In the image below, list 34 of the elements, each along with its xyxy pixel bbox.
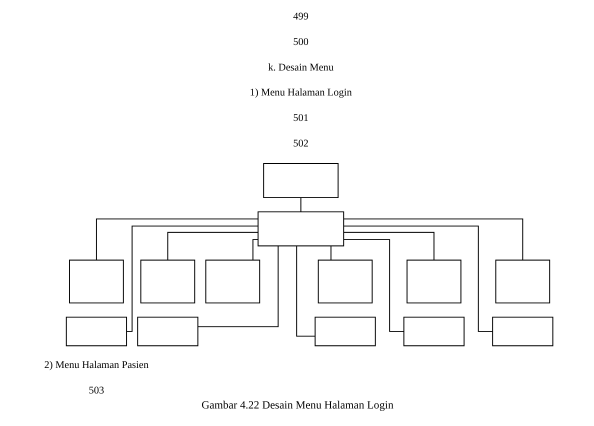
connector (252, 239, 258, 261)
label: k. Desain Menu (268, 62, 334, 74)
node-box (314, 316, 376, 346)
label: 1) Menu Halaman Login (249, 88, 352, 99)
connector (342, 232, 434, 261)
node-box (406, 260, 461, 304)
connector (330, 246, 331, 260)
node-box (136, 316, 198, 346)
label: 2) Menu Halaman Pasien (44, 360, 148, 372)
label: 502 (292, 138, 308, 150)
node-box (262, 163, 338, 198)
label: 499 (292, 12, 308, 23)
connector (126, 226, 258, 332)
connector (342, 218, 523, 260)
connector (300, 197, 301, 212)
connector (95, 218, 258, 260)
node-box (317, 260, 372, 304)
connector (342, 226, 492, 332)
connector (196, 245, 278, 328)
connector (296, 246, 315, 337)
caption: Gambar 4.22 Desain Menu Halaman Login (201, 399, 393, 412)
node-box (494, 260, 550, 304)
node-box (68, 260, 124, 304)
node-box (65, 316, 127, 346)
node-box (257, 211, 344, 246)
connector (166, 232, 258, 261)
connector (342, 239, 404, 332)
label: 500 (292, 36, 308, 48)
node-box (492, 316, 553, 346)
label: 503 (88, 386, 104, 397)
node-box (204, 260, 260, 304)
node-box (402, 316, 464, 346)
label: 501 (292, 113, 308, 124)
node-box (140, 260, 195, 304)
